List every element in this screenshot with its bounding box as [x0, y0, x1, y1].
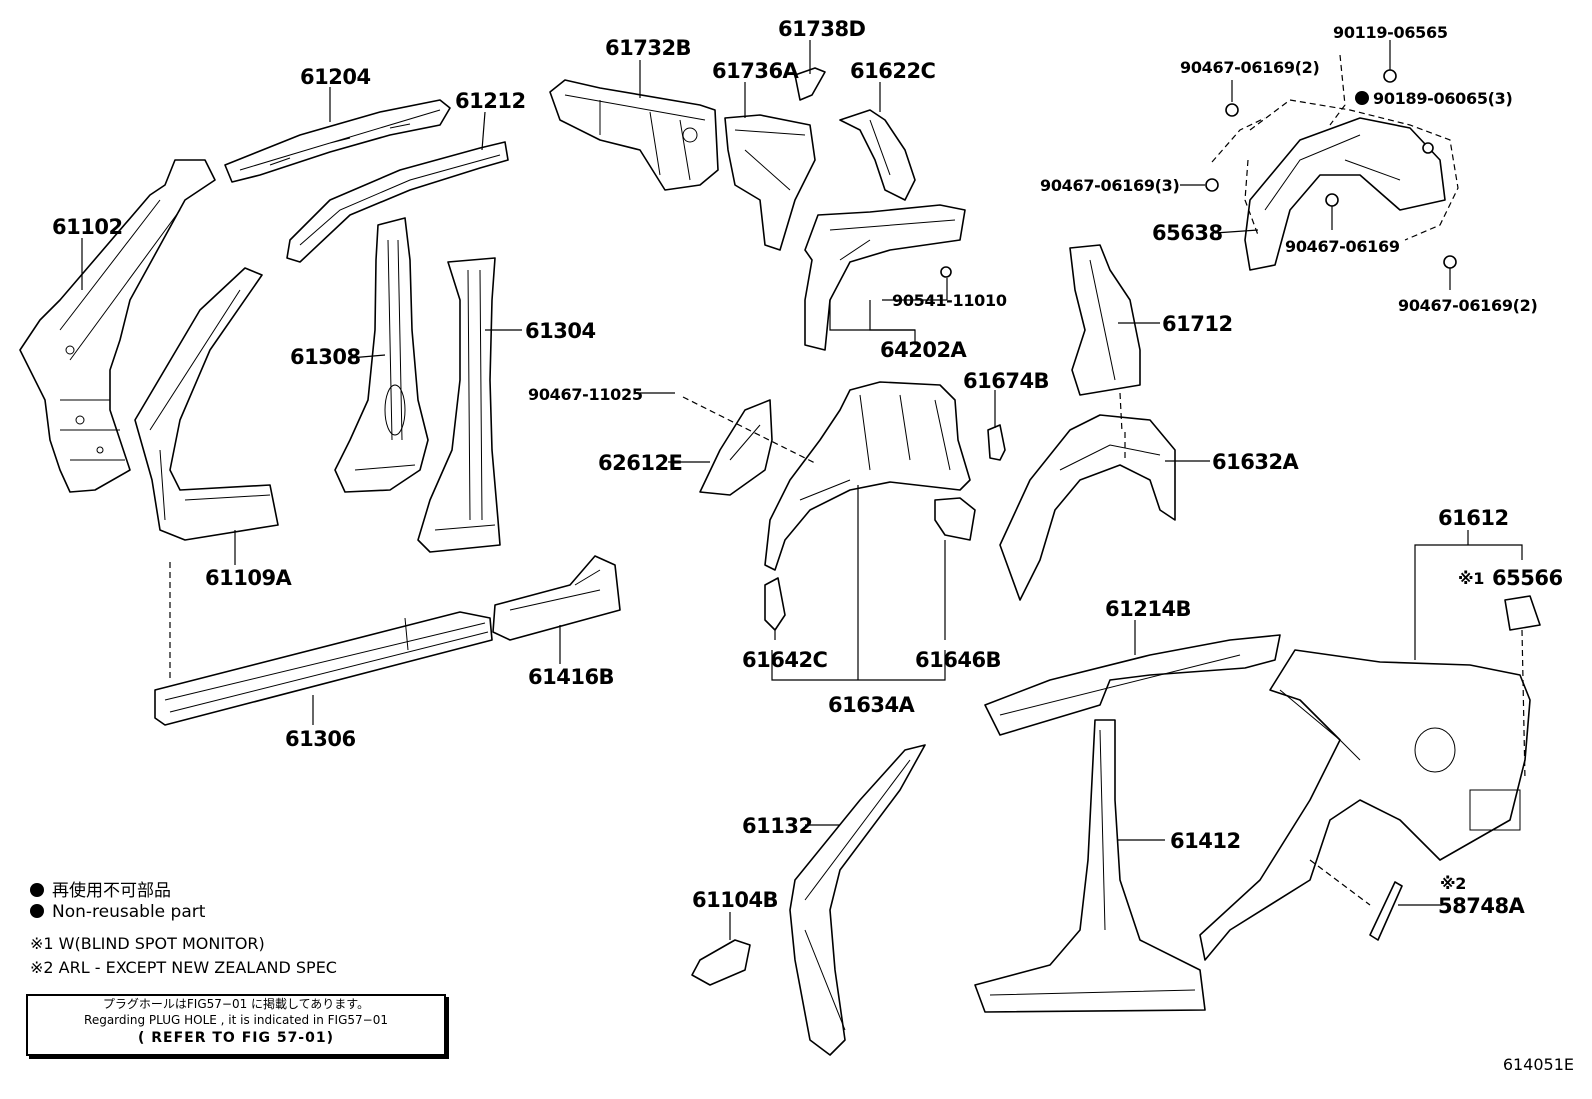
- part-64202A-shape: [804, 204, 966, 351]
- figure-id: 614051E: [1502, 1055, 1574, 1074]
- part-65638-shape: [1205, 69, 1457, 271]
- part-61109A-shape: [134, 267, 279, 541]
- legend-nonreusable-en: Non-reusable part: [30, 902, 205, 922]
- label-65566-mark: ※1: [1458, 569, 1484, 588]
- label-90467-06169: 90467-06169: [1285, 237, 1400, 256]
- reference-line-jp: プラグホールはFIG57−01 に掲載してあります。: [102, 997, 370, 1011]
- label-61212: 61212: [455, 89, 526, 113]
- part-61738D-shape: [794, 67, 826, 101]
- label-90119-06565: 90119-06565: [1333, 23, 1448, 42]
- leader-lines: [81, 40, 1523, 940]
- reference-line-en: Regarding PLUG HOLE , it is indicated in…: [84, 1013, 388, 1027]
- part-58748A-shape: [1369, 881, 1403, 941]
- part-61304-shape: [417, 257, 501, 553]
- part-61732B-shape: [549, 79, 719, 191]
- part-61306-shape: [154, 611, 493, 726]
- label-61736A: 61736A: [712, 59, 800, 83]
- label-58748A-mark: ※2: [1440, 874, 1466, 893]
- label-61632A: 61632A: [1212, 450, 1300, 474]
- part-61132-shape: [789, 744, 926, 1056]
- label-62612E: 62612E: [598, 451, 682, 475]
- part-61212-shape: [286, 141, 509, 263]
- label-61732B: 61732B: [605, 36, 691, 60]
- part-61412-shape: [974, 719, 1206, 1013]
- label-90467-06169-2b: 90467-06169(2): [1398, 296, 1538, 315]
- label-90541-11010: 90541-11010: [892, 291, 1007, 310]
- label-61109A: 61109A: [205, 566, 293, 590]
- part-61736A-shape: [724, 114, 816, 251]
- part-61674B-shape: [987, 424, 1006, 461]
- reference-box: プラグホールはFIG57−01 に掲載してあります。 Regarding PLU…: [26, 994, 446, 1056]
- label-61102: 61102: [52, 215, 123, 239]
- nonreusable-dot-icon: [30, 883, 44, 897]
- label-65566: 65566: [1492, 566, 1563, 590]
- part-65566-shape: [1504, 595, 1541, 631]
- label-61642C: 61642C: [742, 648, 828, 672]
- part-61632A-shape: [999, 414, 1176, 601]
- part-61416B-shape: [492, 555, 621, 641]
- legend-nonreusable-jp: 再使用不可部品: [30, 876, 171, 901]
- part-61204-shape: [224, 99, 451, 183]
- part-61214B-shape: [984, 634, 1281, 736]
- label-61646B: 61646B: [915, 648, 1001, 672]
- label-61412: 61412: [1170, 829, 1241, 853]
- label-65638: 65638: [1152, 221, 1223, 245]
- label-58748A: 58748A: [1438, 894, 1526, 918]
- label-61674B: 61674B: [963, 369, 1049, 393]
- label-61104B: 61104B: [692, 888, 778, 912]
- label-61416B: 61416B: [528, 665, 614, 689]
- part-62612E-shape: [699, 399, 773, 496]
- label-90467-06169-2a: 90467-06169(2): [1180, 58, 1320, 77]
- label-61712: 61712: [1162, 312, 1233, 336]
- label-61132: 61132: [742, 814, 813, 838]
- legend-jp-text: 再使用不可部品: [52, 881, 171, 901]
- label-61204: 61204: [300, 65, 371, 89]
- part-61646B-shape: [934, 497, 976, 541]
- part-61104B-shape: [691, 939, 751, 986]
- part-61622C-shape: [839, 109, 916, 201]
- label-90467-06169-3: 90467-06169(3): [1040, 176, 1180, 195]
- reference-line-refer: ( REFER TO FIG 57-01): [137, 1030, 335, 1046]
- label-61612: 61612: [1438, 506, 1509, 530]
- nonreusable-dot-icon: [30, 904, 44, 918]
- part-61102-shape: [19, 159, 216, 493]
- part-61642C-shape: [764, 577, 786, 631]
- legend-en-text: Non-reusable part: [52, 902, 206, 922]
- label-61304: 61304: [525, 319, 596, 343]
- note-2: ※2 ARL - EXCEPT NEW ZEALAND SPEC: [30, 958, 337, 977]
- label-61738D: 61738D: [778, 17, 866, 41]
- label-90189-06065: 90189-06065(3): [1373, 89, 1513, 108]
- part-61634A-shape: [764, 381, 971, 571]
- label-61634A: 61634A: [828, 693, 916, 717]
- note-1: ※1 W(BLIND SPOT MONITOR): [30, 934, 265, 953]
- part-61712-shape: [1069, 244, 1141, 396]
- label-61214B: 61214B: [1105, 597, 1191, 621]
- label-61306: 61306: [285, 727, 356, 751]
- label-64202A: 64202A: [880, 338, 968, 362]
- label-61308: 61308: [290, 345, 361, 369]
- callout-labels: 61204 61212 61102 61308 61304 61109A 613…: [52, 17, 1563, 918]
- dashed-lines: [169, 54, 1526, 906]
- label-61622C: 61622C: [850, 59, 936, 83]
- label-90467-11025: 90467-11025: [528, 385, 643, 404]
